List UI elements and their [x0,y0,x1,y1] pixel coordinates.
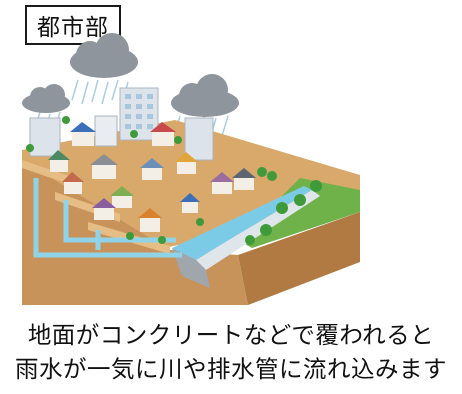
buildings [29,87,214,161]
soil-side [238,212,360,305]
houses [48,122,256,232]
cloud-icon [171,74,239,117]
river-wall [196,190,320,270]
cloud-icon [22,84,70,113]
drain-pipes [33,178,182,258]
river-bed-front [172,248,210,288]
cloud-icon [70,33,138,78]
caption-line-2: 雨水が一気に川や排水管に流れ込みます [15,355,447,383]
river [172,186,312,260]
urban-area-label: 都市部 [25,5,121,45]
caption-line-1: 地面がコンクリートなどで覆われると [27,321,435,349]
trees [26,116,322,245]
